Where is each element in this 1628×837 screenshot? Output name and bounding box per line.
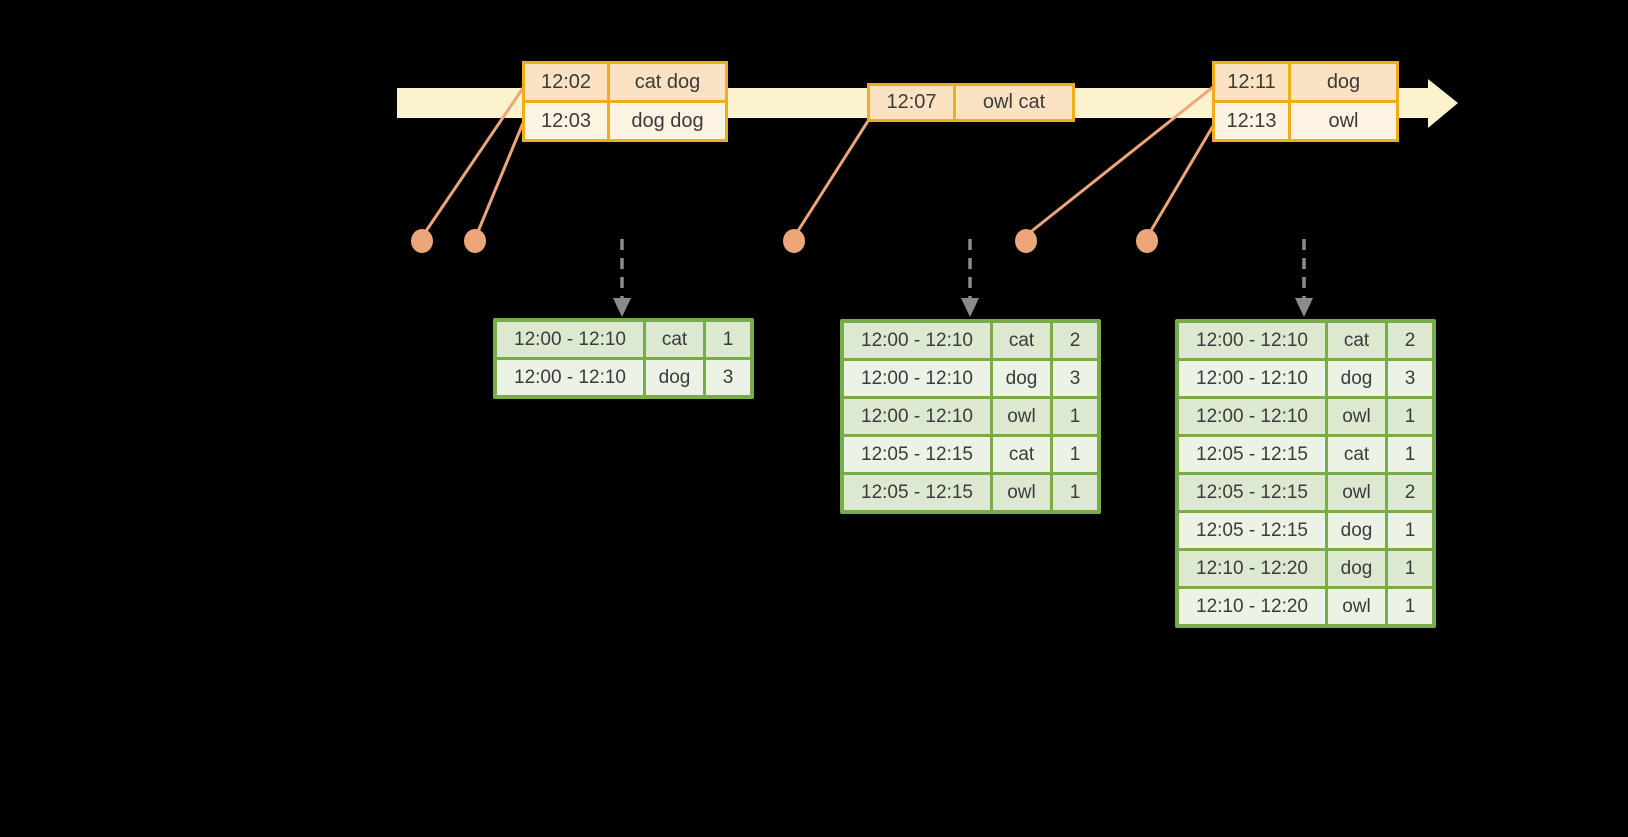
window-cell: 12:10 - 12:20 [1179, 551, 1325, 586]
event-connector-line [1147, 125, 1215, 235]
window-cell: 12:05 - 12:15 [844, 475, 990, 510]
count-cell: 3 [706, 360, 750, 395]
event-dot [464, 229, 486, 253]
event-dot [783, 229, 805, 253]
count-cell: 1 [1388, 513, 1432, 548]
count-cell: 1 [1388, 437, 1432, 472]
count-cell: 1 [1388, 589, 1432, 624]
count-cell: 1 [1053, 399, 1097, 434]
event-time-cell: 12:11 [1215, 64, 1288, 100]
window-cell: 12:10 - 12:20 [1179, 589, 1325, 624]
event-words-cell: cat dog [610, 64, 725, 100]
window-cell: 12:00 - 12:10 [497, 322, 643, 357]
count-cell: 1 [1388, 399, 1432, 434]
window-cell: 12:00 - 12:10 [844, 399, 990, 434]
count-cell: 1 [1053, 475, 1097, 510]
trigger-arrow-lines [620, 239, 1306, 299]
timeline-arrowhead-icon [1428, 79, 1458, 128]
count-cell: 1 [1053, 437, 1097, 472]
word-cell: owl [993, 475, 1050, 510]
count-cell: 2 [1053, 323, 1097, 358]
word-cell: cat [1328, 437, 1385, 472]
event-words-cell: dog dog [610, 103, 725, 139]
window-cell: 12:00 - 12:10 [844, 323, 990, 358]
window-cell: 12:00 - 12:10 [1179, 361, 1325, 396]
trigger-arrowhead-icon [961, 298, 979, 317]
count-cell: 1 [1388, 551, 1432, 586]
event-words-cell: dog [1291, 64, 1396, 100]
event-dot [411, 229, 433, 253]
event-words-cell: owl cat [956, 86, 1072, 119]
trigger-arrowhead-icon [613, 298, 631, 317]
word-cell: owl [993, 399, 1050, 434]
window-cell: 12:00 - 12:10 [844, 361, 990, 396]
window-cell: 12:00 - 12:10 [1179, 323, 1325, 358]
event-time-cell: 12:13 [1215, 103, 1288, 139]
window-cell: 12:05 - 12:15 [1179, 475, 1325, 510]
word-cell: cat [646, 322, 703, 357]
window-cell: 12:05 - 12:15 [1179, 513, 1325, 548]
window-cell: 12:05 - 12:15 [1179, 437, 1325, 472]
event-dot [1015, 229, 1037, 253]
word-cell: owl [1328, 399, 1385, 434]
event-dots [411, 229, 1158, 253]
window-cell: 12:00 - 12:10 [1179, 399, 1325, 434]
word-cell: cat [993, 323, 1050, 358]
event-time-cell: 12:07 [870, 86, 953, 119]
event-time-cell: 12:02 [525, 64, 607, 100]
count-cell: 3 [1053, 361, 1097, 396]
count-cell: 3 [1388, 361, 1432, 396]
event-connector-line [475, 122, 525, 235]
word-cell: dog [646, 360, 703, 395]
count-cell: 2 [1388, 323, 1432, 358]
count-cell: 2 [1388, 475, 1432, 510]
event-connector-line [1027, 85, 1214, 236]
word-cell: dog [993, 361, 1050, 396]
event-time-cell: 12:03 [525, 103, 607, 139]
event-connector-lines [422, 85, 1215, 236]
event-connector-line [794, 120, 870, 235]
word-cell: dog [1328, 551, 1385, 586]
word-cell: dog [1328, 513, 1385, 548]
event-words-cell: owl [1291, 103, 1396, 139]
word-cell: cat [1328, 323, 1385, 358]
word-cell: cat [993, 437, 1050, 472]
word-cell: owl [1328, 589, 1385, 624]
event-connector-line [422, 87, 525, 235]
window-cell: 12:05 - 12:15 [844, 437, 990, 472]
window-cell: 12:00 - 12:10 [497, 360, 643, 395]
count-cell: 1 [706, 322, 750, 357]
word-cell: dog [1328, 361, 1385, 396]
trigger-arrowhead-icon [1295, 298, 1313, 317]
event-dot [1136, 229, 1158, 253]
word-cell: owl [1328, 475, 1385, 510]
trigger-arrowheads [613, 298, 1313, 317]
